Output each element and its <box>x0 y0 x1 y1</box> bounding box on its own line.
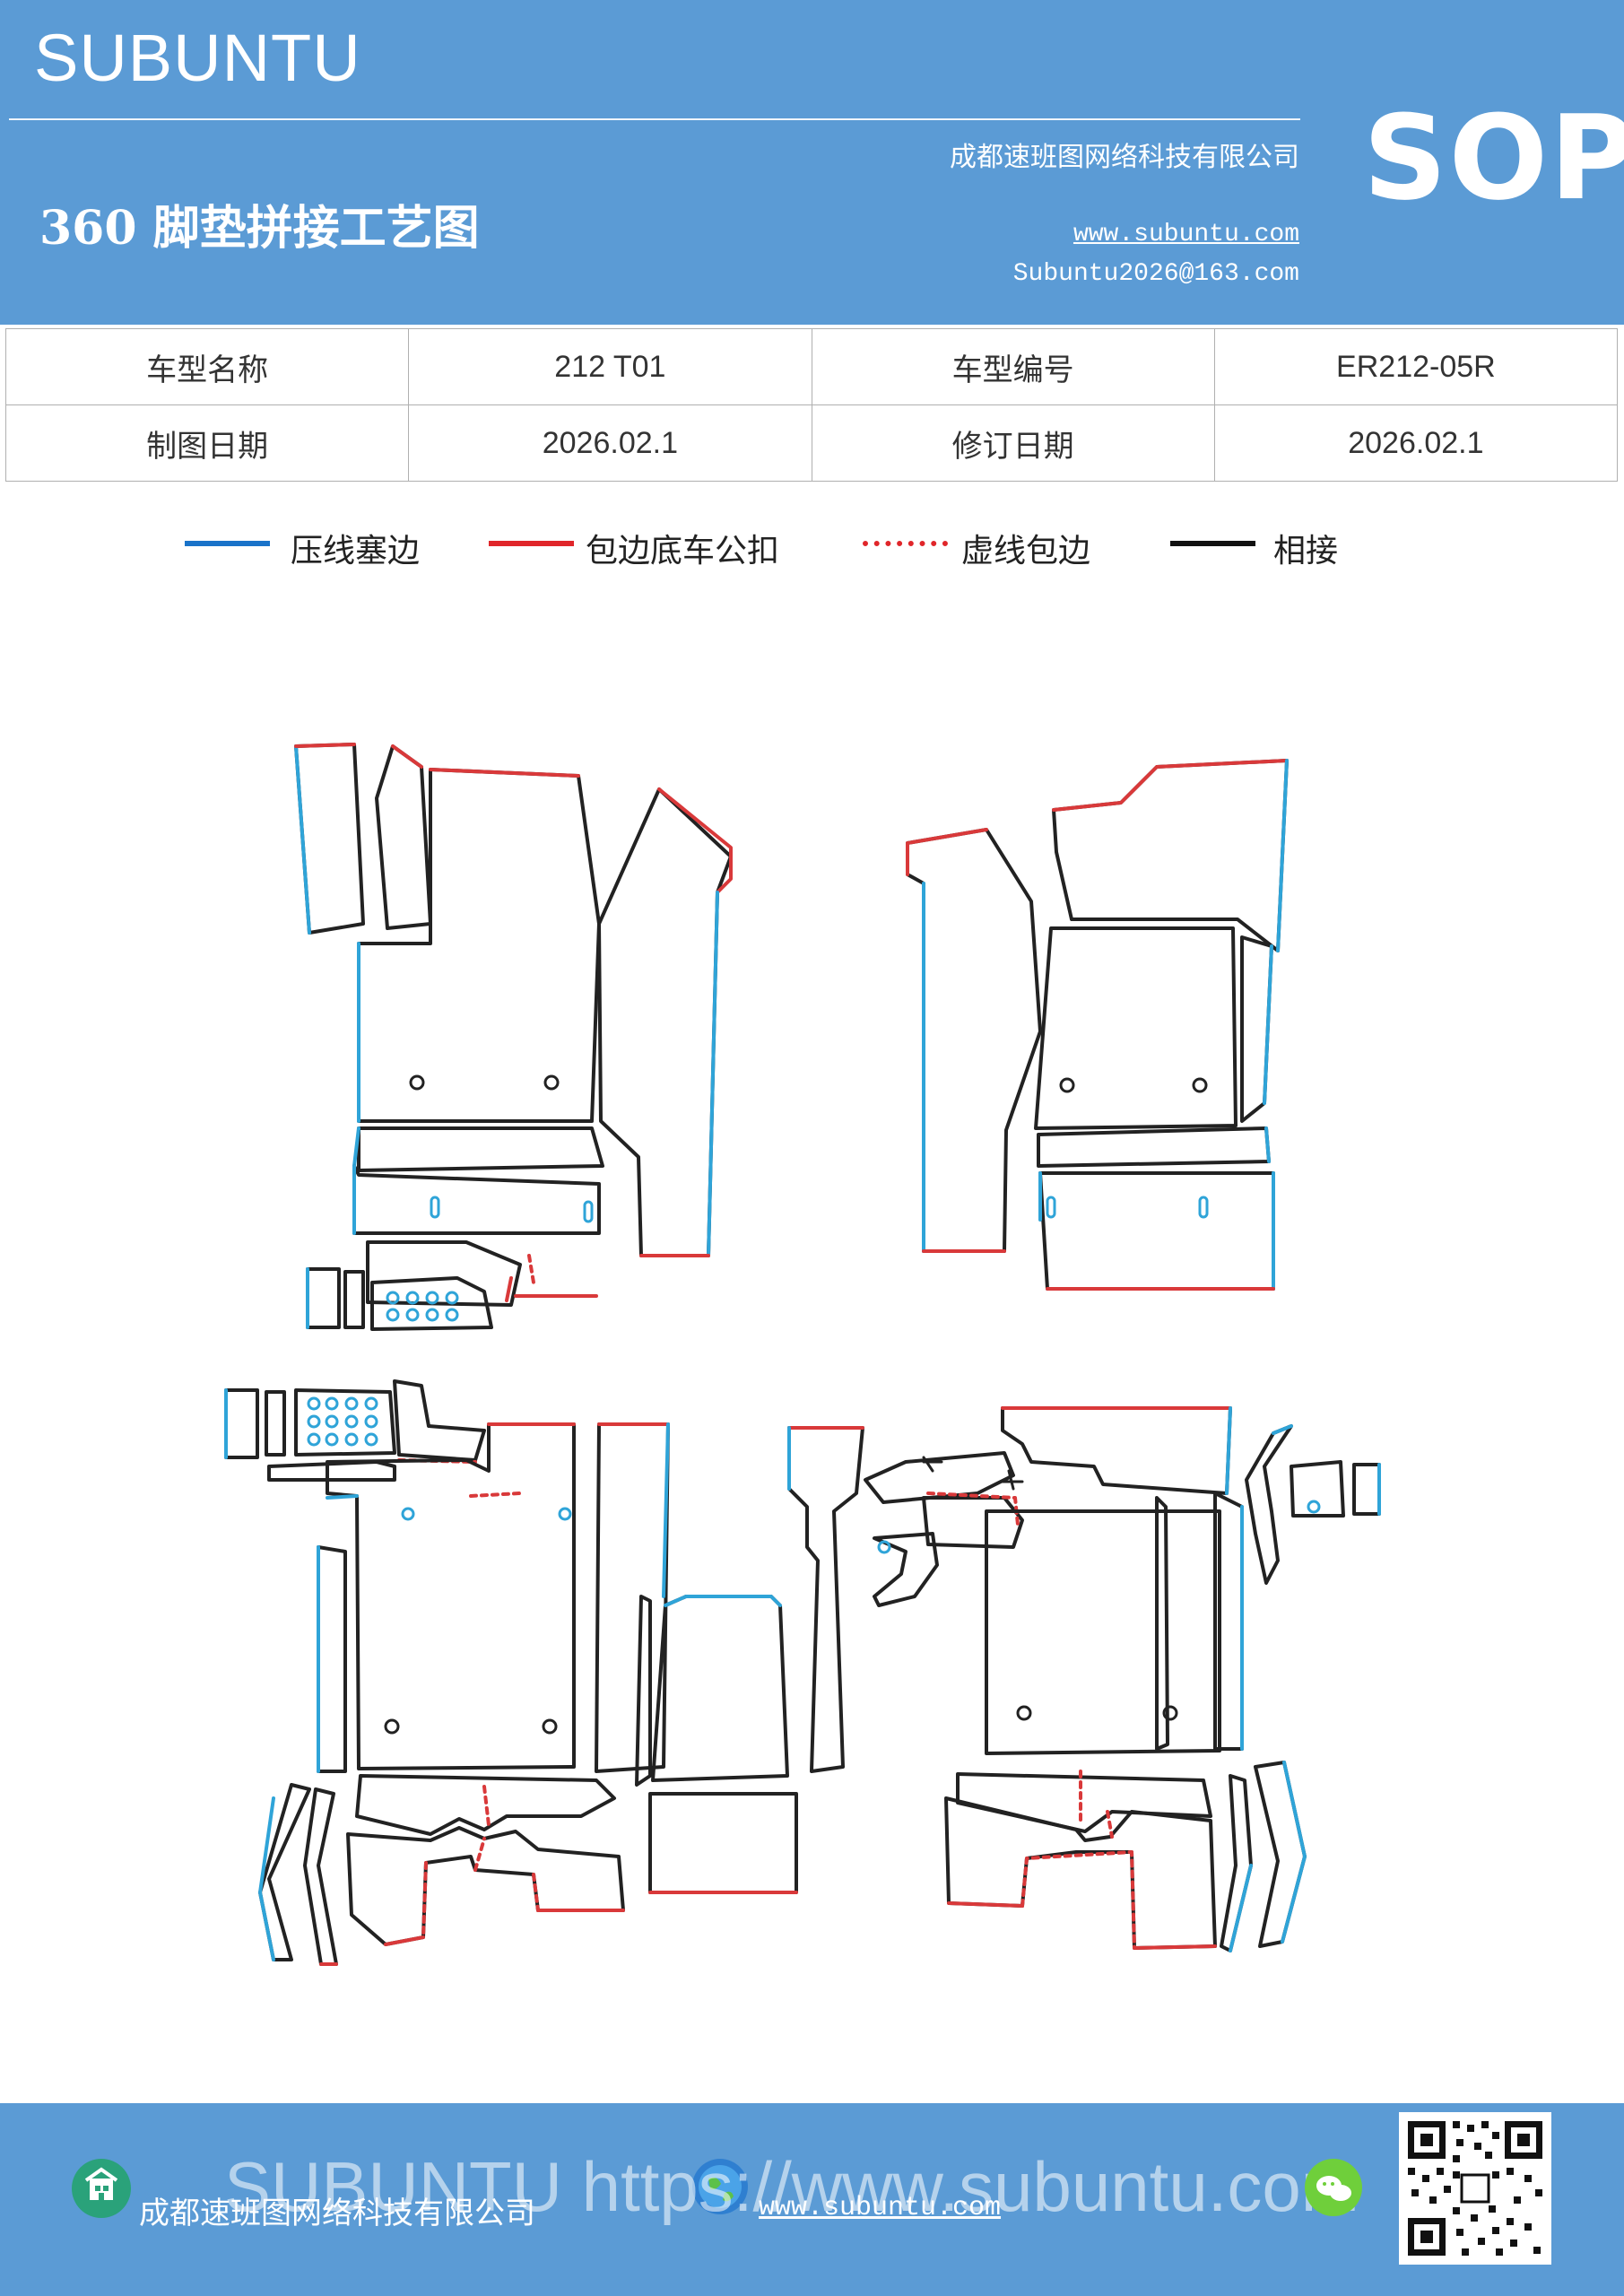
rear-right-mat-group <box>787 1406 1381 1952</box>
globe-icon <box>692 2159 748 2214</box>
document-title: 360 脚垫拼接工艺图 <box>39 201 480 256</box>
building-icon <box>72 2159 131 2218</box>
watermark-text: SUBUNTU https://www.subuntu.com <box>224 2147 1359 2226</box>
vehicle-info-table: 车型名称 212 T01 车型编号 ER212-05R 制图日期 2026.02… <box>4 328 1619 482</box>
legend-swatch-red <box>489 541 574 546</box>
legend-swatch-black <box>1170 541 1255 546</box>
email-address[interactable]: Subuntu2026@163.com <box>1012 260 1299 288</box>
legend-label: 包边底车公扣 <box>586 533 780 570</box>
front-right-mat-group <box>906 759 1289 1291</box>
model-code-value: ER212-05R <box>1213 328 1619 405</box>
revision-date-value: 2026.02.1 <box>1213 404 1619 482</box>
footer-company-name: 成都速班图网络科技有限公司 <box>139 2196 535 2231</box>
drawing-date-label: 制图日期 <box>4 404 410 482</box>
footer-website-link[interactable]: www.subuntu.com <box>759 2193 1002 2223</box>
legend-swatch-blue <box>185 541 270 546</box>
header-divider <box>9 118 1300 120</box>
table-row: 车型名称 212 T01 车型编号 ER212-05R <box>4 328 1619 405</box>
footer-banner: 成都速班图网络科技有限公司 www.subuntu.com SUBUNTU ht… <box>0 2103 1624 2296</box>
legend-label: 相接 <box>1273 533 1339 570</box>
legend-swatch-red-dashed <box>863 541 948 546</box>
revision-date-label: 修订日期 <box>811 404 1215 482</box>
model-code-label: 车型编号 <box>811 328 1215 405</box>
legend-label: 压线塞边 <box>291 533 421 570</box>
wechat-icon <box>1305 2159 1362 2216</box>
legend-label: 虚线包边 <box>961 533 1091 570</box>
company-name: 成都速班图网络科技有限公司 <box>950 142 1299 173</box>
sop-label: SOP <box>1363 90 1624 226</box>
brand-name: SUBUNTU <box>34 21 361 95</box>
table-row: 制图日期 2026.02.1 修订日期 2026.02.1 <box>4 404 1619 482</box>
drawing-date-value: 2026.02.1 <box>408 404 812 482</box>
model-name-value: 212 T01 <box>408 328 812 405</box>
front-left-mat-group <box>294 743 733 1331</box>
model-name-label: 车型名称 <box>4 328 410 405</box>
rear-left-mat-group <box>224 1379 798 1966</box>
floor-mat-diagram <box>224 743 1381 1966</box>
header-banner: SUBUNTU 360 脚垫拼接工艺图 成都速班图网络科技有限公司 www.su… <box>0 0 1624 325</box>
legend: 压线塞边 包边底车公扣 虚线包边 相接 <box>0 525 1624 578</box>
website-link[interactable]: www.subuntu.com <box>1073 221 1299 248</box>
qr-code <box>1399 2112 1551 2265</box>
